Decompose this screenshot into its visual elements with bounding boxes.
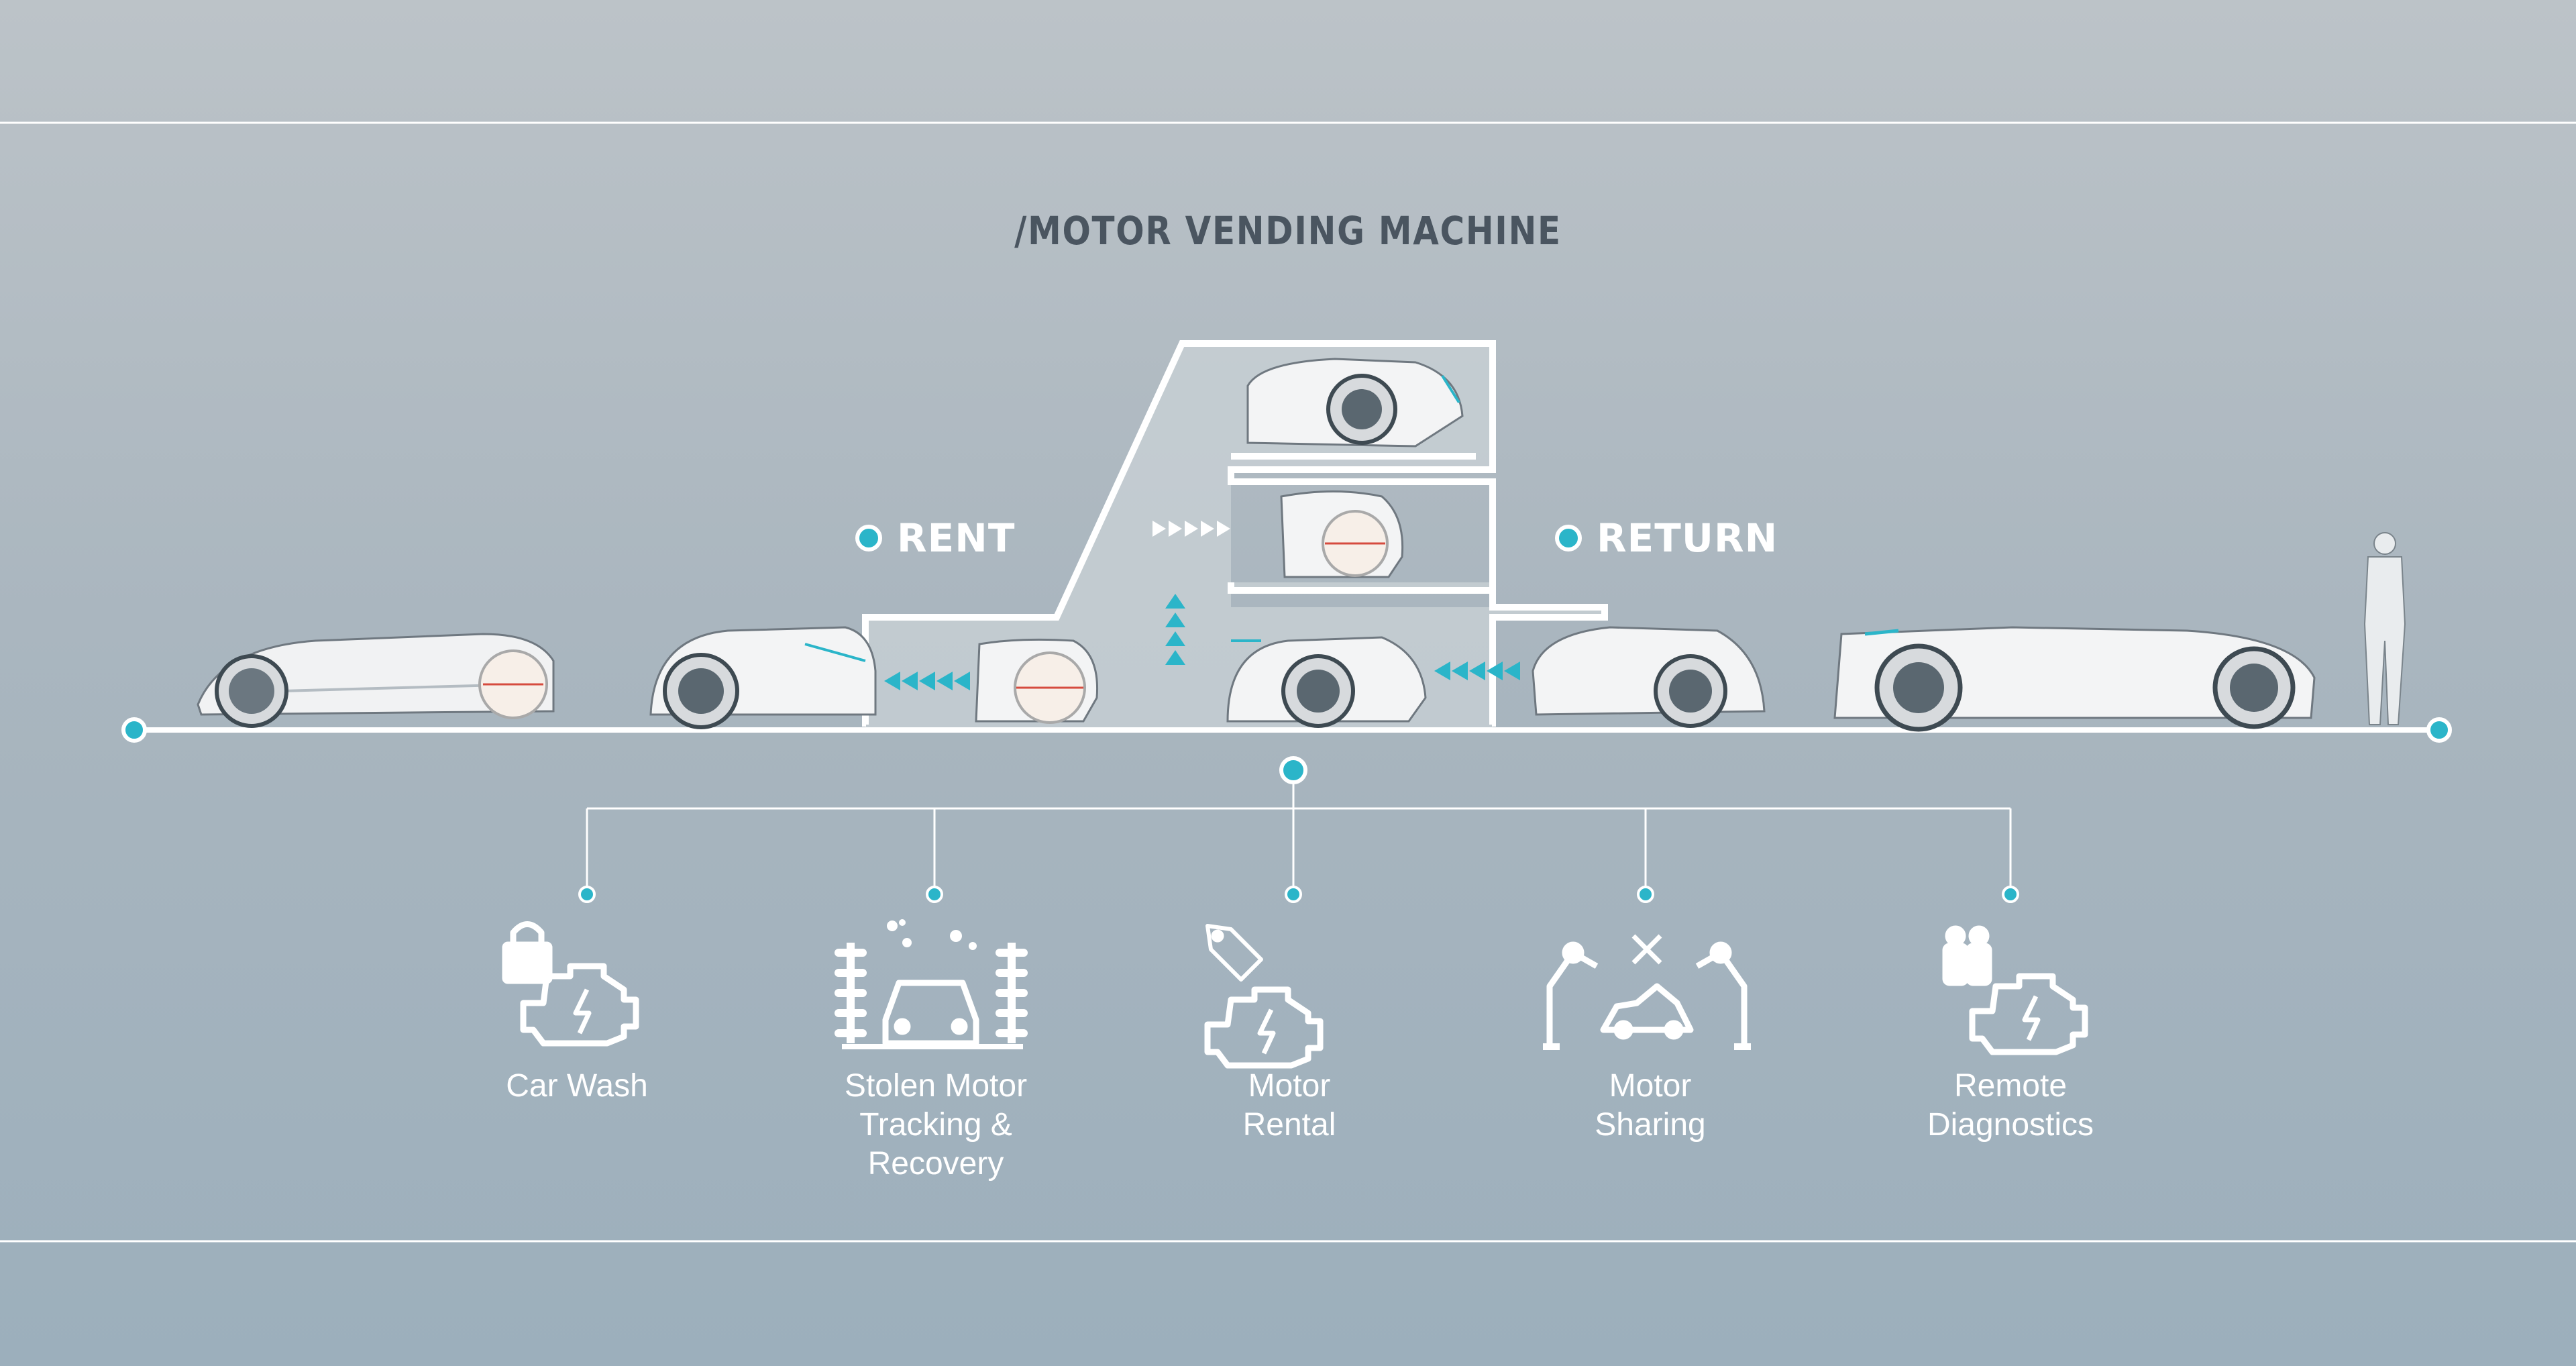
lift-arrows — [1165, 594, 1185, 665]
return-arrows — [1434, 662, 1520, 680]
service-label-car-wash: Car Wash — [506, 1068, 648, 1104]
vehicle-return-entry — [1532, 626, 1766, 728]
vehicle-rent-exit — [649, 626, 877, 729]
rent-dot-icon — [855, 525, 882, 551]
service-label-stolen-motor: Stolen Motor Tracking & Recovery — [844, 1068, 1028, 1181]
rent-label: RENT — [855, 511, 1015, 565]
vehicle-upper-storage — [1246, 358, 1464, 448]
vehicle-rent-slot — [975, 638, 1099, 724]
branch-node-car-wash — [578, 886, 596, 903]
ground-start-node — [121, 717, 147, 743]
engine-people-icon — [1942, 925, 2088, 1055]
engine-price-tag-icon — [1204, 924, 1324, 1069]
vehicle-lift — [1226, 636, 1427, 728]
ground-end-node — [2426, 717, 2452, 743]
branch-node-remote-diagnostics — [2002, 886, 2019, 903]
rent-arrows — [884, 672, 970, 690]
return-label: RETURN — [1555, 511, 1778, 565]
branch-node-motor-sharing — [1637, 886, 1654, 903]
vehicle-parked-right — [1833, 626, 2316, 732]
machine-building-outline — [862, 340, 1608, 725]
service-label-remote-diagnostics: Remote Diagnostics — [1927, 1068, 2094, 1143]
vehicle-parked-left — [197, 633, 555, 728]
rent-label-text: RENT — [897, 515, 1016, 561]
diagram-title: /MOTOR VENDING MACHINE — [1014, 208, 1562, 254]
branch-node-stolen-motor — [926, 886, 943, 903]
return-dot-icon — [1555, 525, 1582, 551]
return-label-text: RETURN — [1597, 515, 1778, 561]
robot-assembly-icon — [1543, 934, 1751, 1050]
vehicle-middle-storage — [1280, 490, 1404, 578]
engine-lock-icon — [502, 921, 639, 1047]
service-label-motor-rental: Motor Rental — [1242, 1068, 1336, 1143]
services-root-node — [1279, 756, 1307, 784]
storage-arrows — [1152, 521, 1230, 537]
branch-node-motor-rental — [1285, 886, 1302, 903]
service-branches — [578, 808, 2019, 903]
person-figure — [2363, 532, 2406, 725]
car-wash-icon — [835, 919, 1028, 1049]
service-label-motor-sharing: Motor Sharing — [1595, 1068, 1706, 1143]
